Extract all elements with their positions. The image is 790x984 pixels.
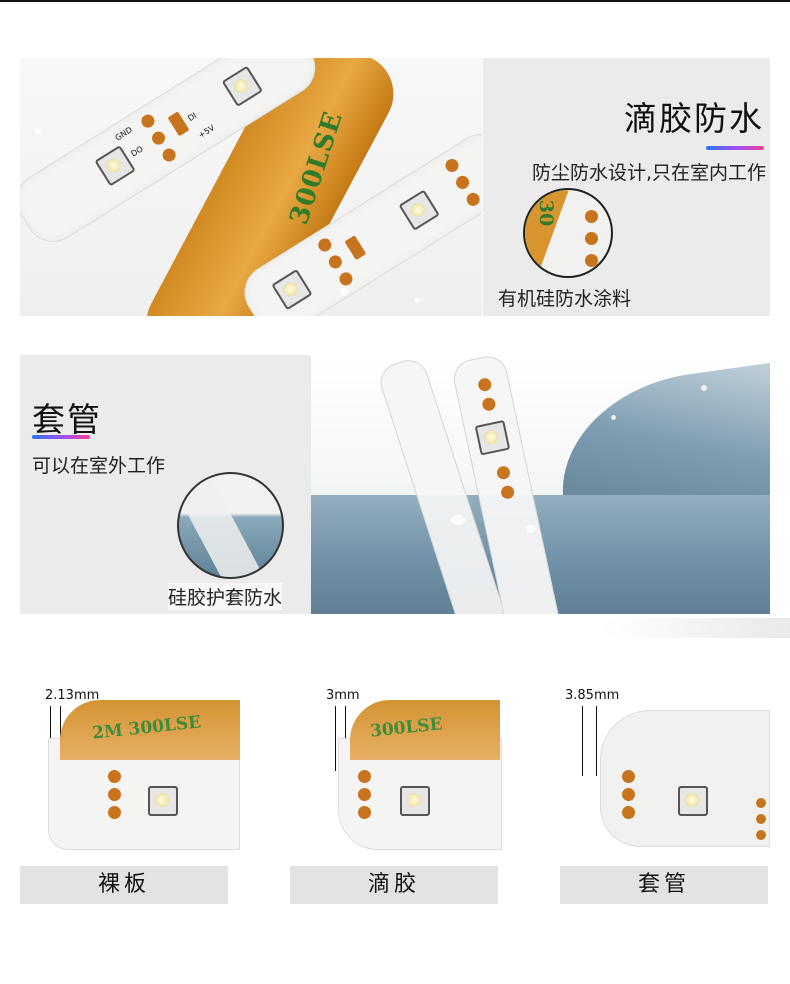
water-droplet — [701, 385, 707, 391]
solder-pad — [344, 235, 367, 261]
sleeve-info-panel: 套管 可以在室外工作 硅胶护套防水 — [20, 355, 311, 614]
thickness-label: 3mm — [326, 688, 360, 703]
divider-fade — [600, 618, 790, 638]
coating-closeup: 30 — [523, 188, 613, 278]
solder-pad — [756, 830, 766, 840]
water-droplet — [35, 128, 41, 134]
pad-label-do: DO — [129, 144, 145, 159]
section-title: 滴胶防水 — [624, 99, 764, 138]
sleeve-water-photo — [311, 355, 770, 614]
pad-label-di: DI — [186, 110, 199, 124]
section-title: 套管 — [32, 400, 102, 439]
water-splash — [451, 515, 465, 525]
dimension-line — [50, 706, 51, 766]
solder-pad — [149, 129, 168, 148]
product-epoxy: 3mm 300LSE — [290, 688, 502, 853]
solder-pad — [622, 788, 635, 801]
solder-pad — [481, 396, 497, 412]
led-chip — [678, 786, 708, 816]
solder-pad — [315, 236, 334, 254]
dimension-line — [335, 706, 336, 771]
dimension-line — [596, 706, 597, 776]
solder-pad — [108, 788, 121, 801]
pad-label-gnd: GND — [113, 125, 134, 143]
solder-pad — [443, 156, 461, 175]
solder-pad — [337, 269, 355, 288]
closeup-caption: 有机硅防水涂料 — [498, 288, 632, 310]
water-droplet — [415, 298, 420, 303]
thickness-label: 2.13mm — [45, 688, 100, 703]
closeup-caption: 硅胶护套防水 — [168, 583, 283, 610]
solder-pad — [160, 146, 179, 164]
solder-pad — [358, 788, 371, 801]
solder-pad — [585, 232, 598, 245]
water-droplet — [340, 288, 348, 296]
product-label: 裸板 — [20, 866, 228, 904]
epoxy-strip-photo: 300LSE GND DO DI +5V — [20, 58, 482, 316]
product-label: 套管 — [560, 866, 768, 904]
led-chip — [221, 65, 263, 107]
sleeve-closeup — [177, 472, 284, 579]
solder-pad — [138, 112, 157, 131]
adhesive-tape — [60, 700, 240, 760]
solder-pad — [108, 770, 121, 783]
product-bare-board: 2.13mm 2M 300LSE — [20, 688, 240, 853]
water-droplet — [611, 415, 616, 420]
product-sleeve: 3.85mm — [560, 688, 770, 853]
solder-pad — [756, 798, 766, 808]
dimension-line — [582, 706, 583, 776]
top-rule — [0, 0, 790, 2]
accent-bar — [32, 435, 90, 439]
adhesive-tape — [350, 700, 500, 760]
water-splash — [526, 525, 536, 533]
solder-pad — [453, 173, 472, 192]
section-subtitle: 可以在室外工作 — [32, 455, 166, 477]
solder-pad — [108, 806, 121, 819]
thickness-label: 3.85mm — [565, 688, 620, 703]
pad-label-5v: +5V — [196, 123, 217, 141]
solder-pad — [358, 770, 371, 783]
solder-pad — [622, 806, 635, 819]
led-chip — [474, 419, 511, 456]
solder-pad — [326, 252, 345, 271]
solder-pad — [499, 484, 516, 500]
sleeve-strip — [179, 474, 264, 577]
accent-bar — [706, 146, 764, 150]
solder-pad — [622, 770, 635, 783]
product-label: 滴胶 — [290, 866, 498, 904]
tape-print: 30 — [535, 199, 558, 227]
solder-pad — [756, 814, 766, 824]
solder-pad — [585, 210, 598, 223]
solder-pad — [477, 376, 493, 393]
solder-pad — [358, 806, 371, 819]
solder-pad — [585, 254, 598, 267]
led-chip — [271, 268, 313, 311]
section-subtitle: 防尘防水设计,只在室内工作 — [531, 162, 766, 184]
solder-pad — [464, 190, 482, 209]
led-chip — [148, 786, 178, 816]
epoxy-info-panel: 滴胶防水 防尘防水设计,只在室内工作 30 有机硅防水涂料 — [483, 58, 770, 316]
led-chip — [400, 786, 430, 816]
led-chip — [398, 189, 440, 231]
solder-pad — [495, 465, 512, 481]
